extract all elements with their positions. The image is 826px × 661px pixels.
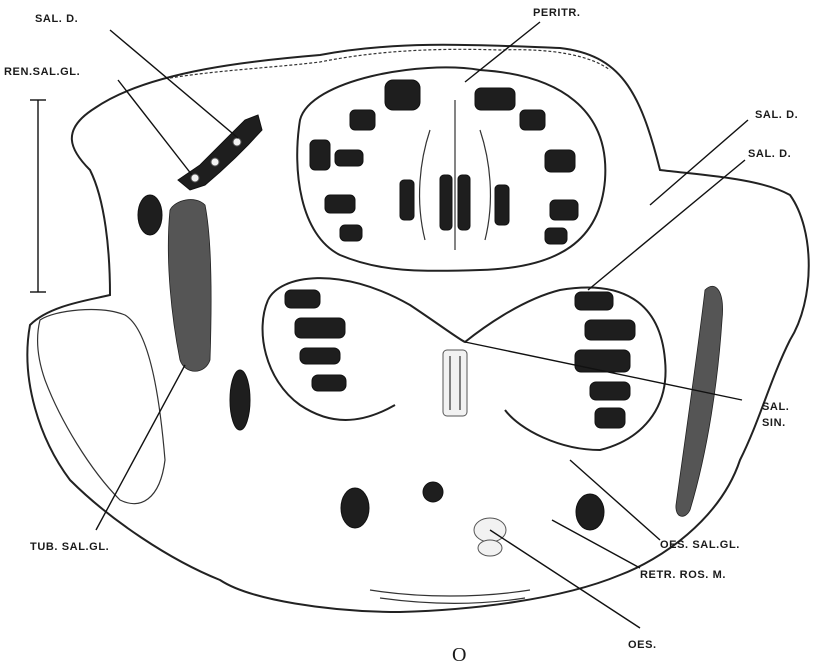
label-sal-d-right-2: SAL. D. [748, 148, 791, 160]
left-lateral-lobe [38, 310, 165, 504]
figure-letter: O [452, 644, 466, 661]
section-outline [27, 45, 808, 612]
right-muscle-band [676, 286, 723, 516]
label-ren-sal-gl: REN.SAL.GL. [4, 66, 80, 78]
tubular-salivary-gland [168, 200, 211, 372]
label-peritr: PERITR. [533, 7, 581, 19]
label-oes-sal-gl: OES. SAL.GL. [660, 539, 740, 551]
label-sal-d-top: SAL. D. [35, 13, 78, 25]
lower-ganglion [263, 278, 666, 450]
label-sal-d-right-1: SAL. D. [755, 109, 798, 121]
label-oes: OES. [628, 639, 657, 651]
upper-ganglion [297, 67, 605, 270]
label-retr-ros-m: RETR. ROS. M. [640, 569, 726, 581]
ventral-fold-2 [380, 598, 525, 603]
ventral-fold [370, 590, 530, 596]
label-sal-sin-2: SIN. [762, 417, 786, 429]
label-tub-sal-gl: TUB. SAL.GL. [30, 541, 109, 553]
label-sal-sin-1: SAL. [762, 401, 789, 413]
renal-salivary-gland [178, 115, 262, 190]
scale-bar [30, 100, 46, 292]
